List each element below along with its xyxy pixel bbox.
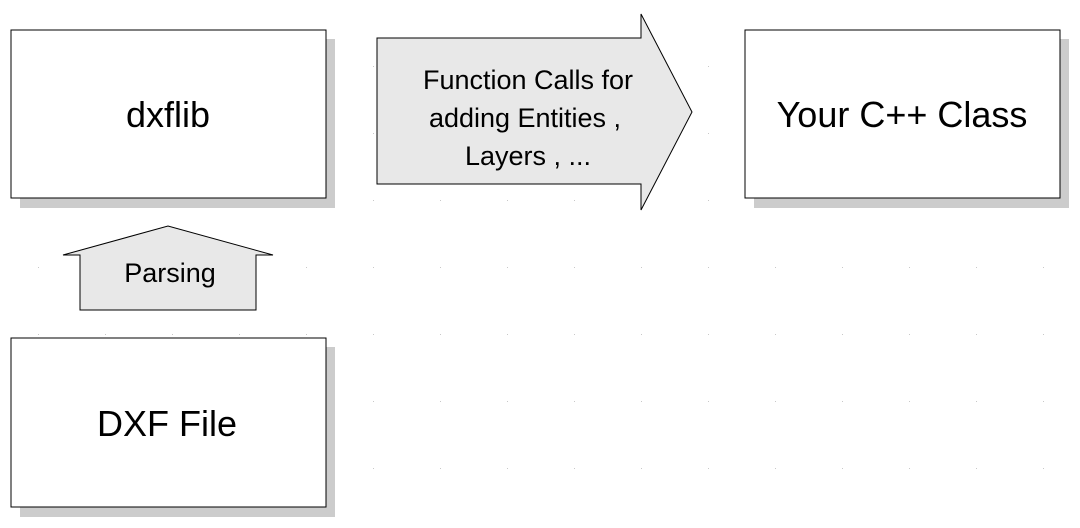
grid-dot: [440, 401, 441, 402]
grid-dot: [708, 401, 709, 402]
grid-dot: [507, 468, 508, 469]
grid-dot: [574, 401, 575, 402]
grid-dot: [842, 401, 843, 402]
grid-dot: [909, 468, 910, 469]
function-calls-arrow-shape: [376, 13, 693, 211]
grid-dot: [775, 267, 776, 268]
grid-dot: [976, 334, 977, 335]
grid-dot: [373, 66, 374, 67]
grid-dot: [1043, 267, 1044, 268]
grid-dot: [775, 334, 776, 335]
parsing-arrow-label: Parsing: [124, 258, 216, 288]
grid-dot: [373, 133, 374, 134]
dxflib-box-label: dxflib: [126, 94, 210, 135]
grid-dot: [38, 267, 39, 268]
grid-dot: [1043, 401, 1044, 402]
grid-dot: [373, 334, 374, 335]
grid-dot: [708, 468, 709, 469]
grid-dot: [38, 334, 39, 335]
function-calls-arrow-label-line-3: Layers , ...: [465, 141, 591, 171]
grid-dot: [306, 334, 307, 335]
cpp-class-box-frame: [744, 29, 1061, 199]
grid-dot: [172, 334, 173, 335]
function-calls-arrow-label-line-2: adding Entities ,: [429, 103, 621, 133]
grid-dot: [373, 267, 374, 268]
dxf-file-box: DXF File: [10, 337, 335, 517]
parsing-arrow-shape: [62, 225, 274, 311]
grid-dot: [373, 200, 374, 201]
grid-dot: [708, 66, 709, 67]
parsing-arrow: Parsing: [62, 225, 274, 311]
grid-dot: [507, 200, 508, 201]
function-calls-arrow-label-line-1: Function Calls for: [423, 65, 633, 95]
grid-dot: [574, 468, 575, 469]
grid-dot: [440, 267, 441, 268]
dxf-file-box-frame: [10, 337, 327, 508]
grid-dot: [239, 334, 240, 335]
grid-dot: [976, 468, 977, 469]
grid-dot: [1043, 468, 1044, 469]
grid-dot: [641, 267, 642, 268]
grid-dot: [775, 401, 776, 402]
grid-dot: [708, 267, 709, 268]
grid-dot: [440, 468, 441, 469]
grid-dot: [574, 334, 575, 335]
grid-dot: [909, 267, 910, 268]
grid-dot: [909, 401, 910, 402]
cpp-class-box: Your C++ Class: [744, 29, 1069, 208]
grid-dot: [976, 267, 977, 268]
grid-dot: [976, 401, 977, 402]
grid-dot: [708, 334, 709, 335]
grid-dot: [105, 334, 106, 335]
grid-dot: [708, 200, 709, 201]
grid-dot: [440, 334, 441, 335]
grid-dot: [641, 468, 642, 469]
grid-dot: [641, 401, 642, 402]
grid-dot: [909, 334, 910, 335]
dxf-file-box-label: DXF File: [97, 403, 237, 444]
grid-dot: [574, 267, 575, 268]
grid-dot: [574, 200, 575, 201]
grid-dot: [507, 267, 508, 268]
grid-dot: [373, 468, 374, 469]
cpp-class-box-label: Your C++ Class: [777, 94, 1028, 135]
grid-dot: [373, 401, 374, 402]
grid-dot: [306, 267, 307, 268]
grid-dot: [842, 468, 843, 469]
grid-dot: [440, 200, 441, 201]
dxflib-box: dxflib: [10, 29, 335, 208]
dxflib-box-frame: [10, 29, 327, 199]
grid-dot: [842, 267, 843, 268]
grid-dot: [507, 401, 508, 402]
grid-dot: [641, 334, 642, 335]
grid-dot: [708, 133, 709, 134]
grid-dot: [507, 334, 508, 335]
grid-dot: [1043, 334, 1044, 335]
grid-dot: [842, 334, 843, 335]
grid-dot: [775, 468, 776, 469]
function-calls-arrow: Function Calls for adding Entities , Lay…: [376, 13, 693, 211]
